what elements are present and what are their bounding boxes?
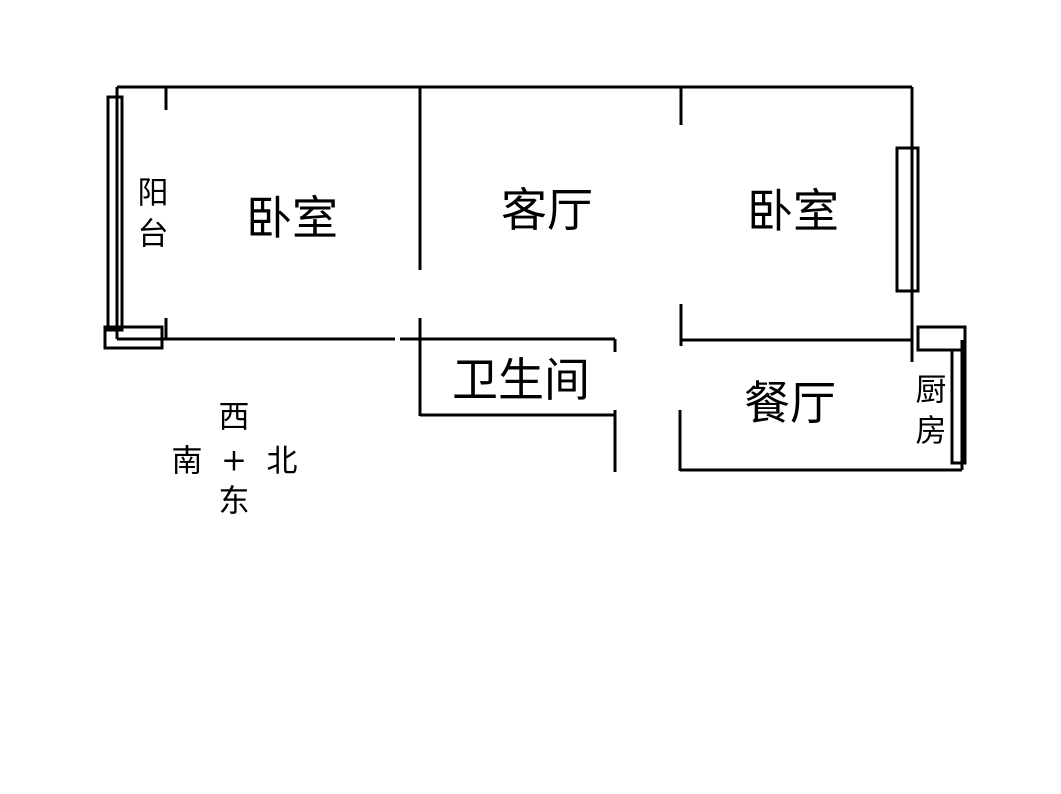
compass-north: 北: [266, 443, 298, 480]
compass-east: 东: [218, 483, 250, 520]
kitchen-corner: [916, 325, 967, 352]
room-label-living-room: 客厅: [501, 183, 593, 237]
room-label-dining-room: 餐厅: [744, 376, 836, 430]
bedroom-window: [895, 146, 920, 293]
balcony-window: [106, 95, 124, 332]
room-label-bedroom-west: 卧室: [246, 191, 338, 245]
room-label-bathroom: 卫生间: [452, 353, 590, 407]
kitchen-window: [950, 348, 967, 465]
compass-south: 南: [171, 443, 203, 480]
room-label-kitchen: 厨房: [909, 373, 946, 455]
compass-center: +: [221, 442, 247, 479]
compass-west: 西: [218, 399, 250, 436]
room-label-bedroom-east: 卧室: [747, 184, 839, 238]
room-label-balcony: 阳台: [131, 176, 168, 258]
